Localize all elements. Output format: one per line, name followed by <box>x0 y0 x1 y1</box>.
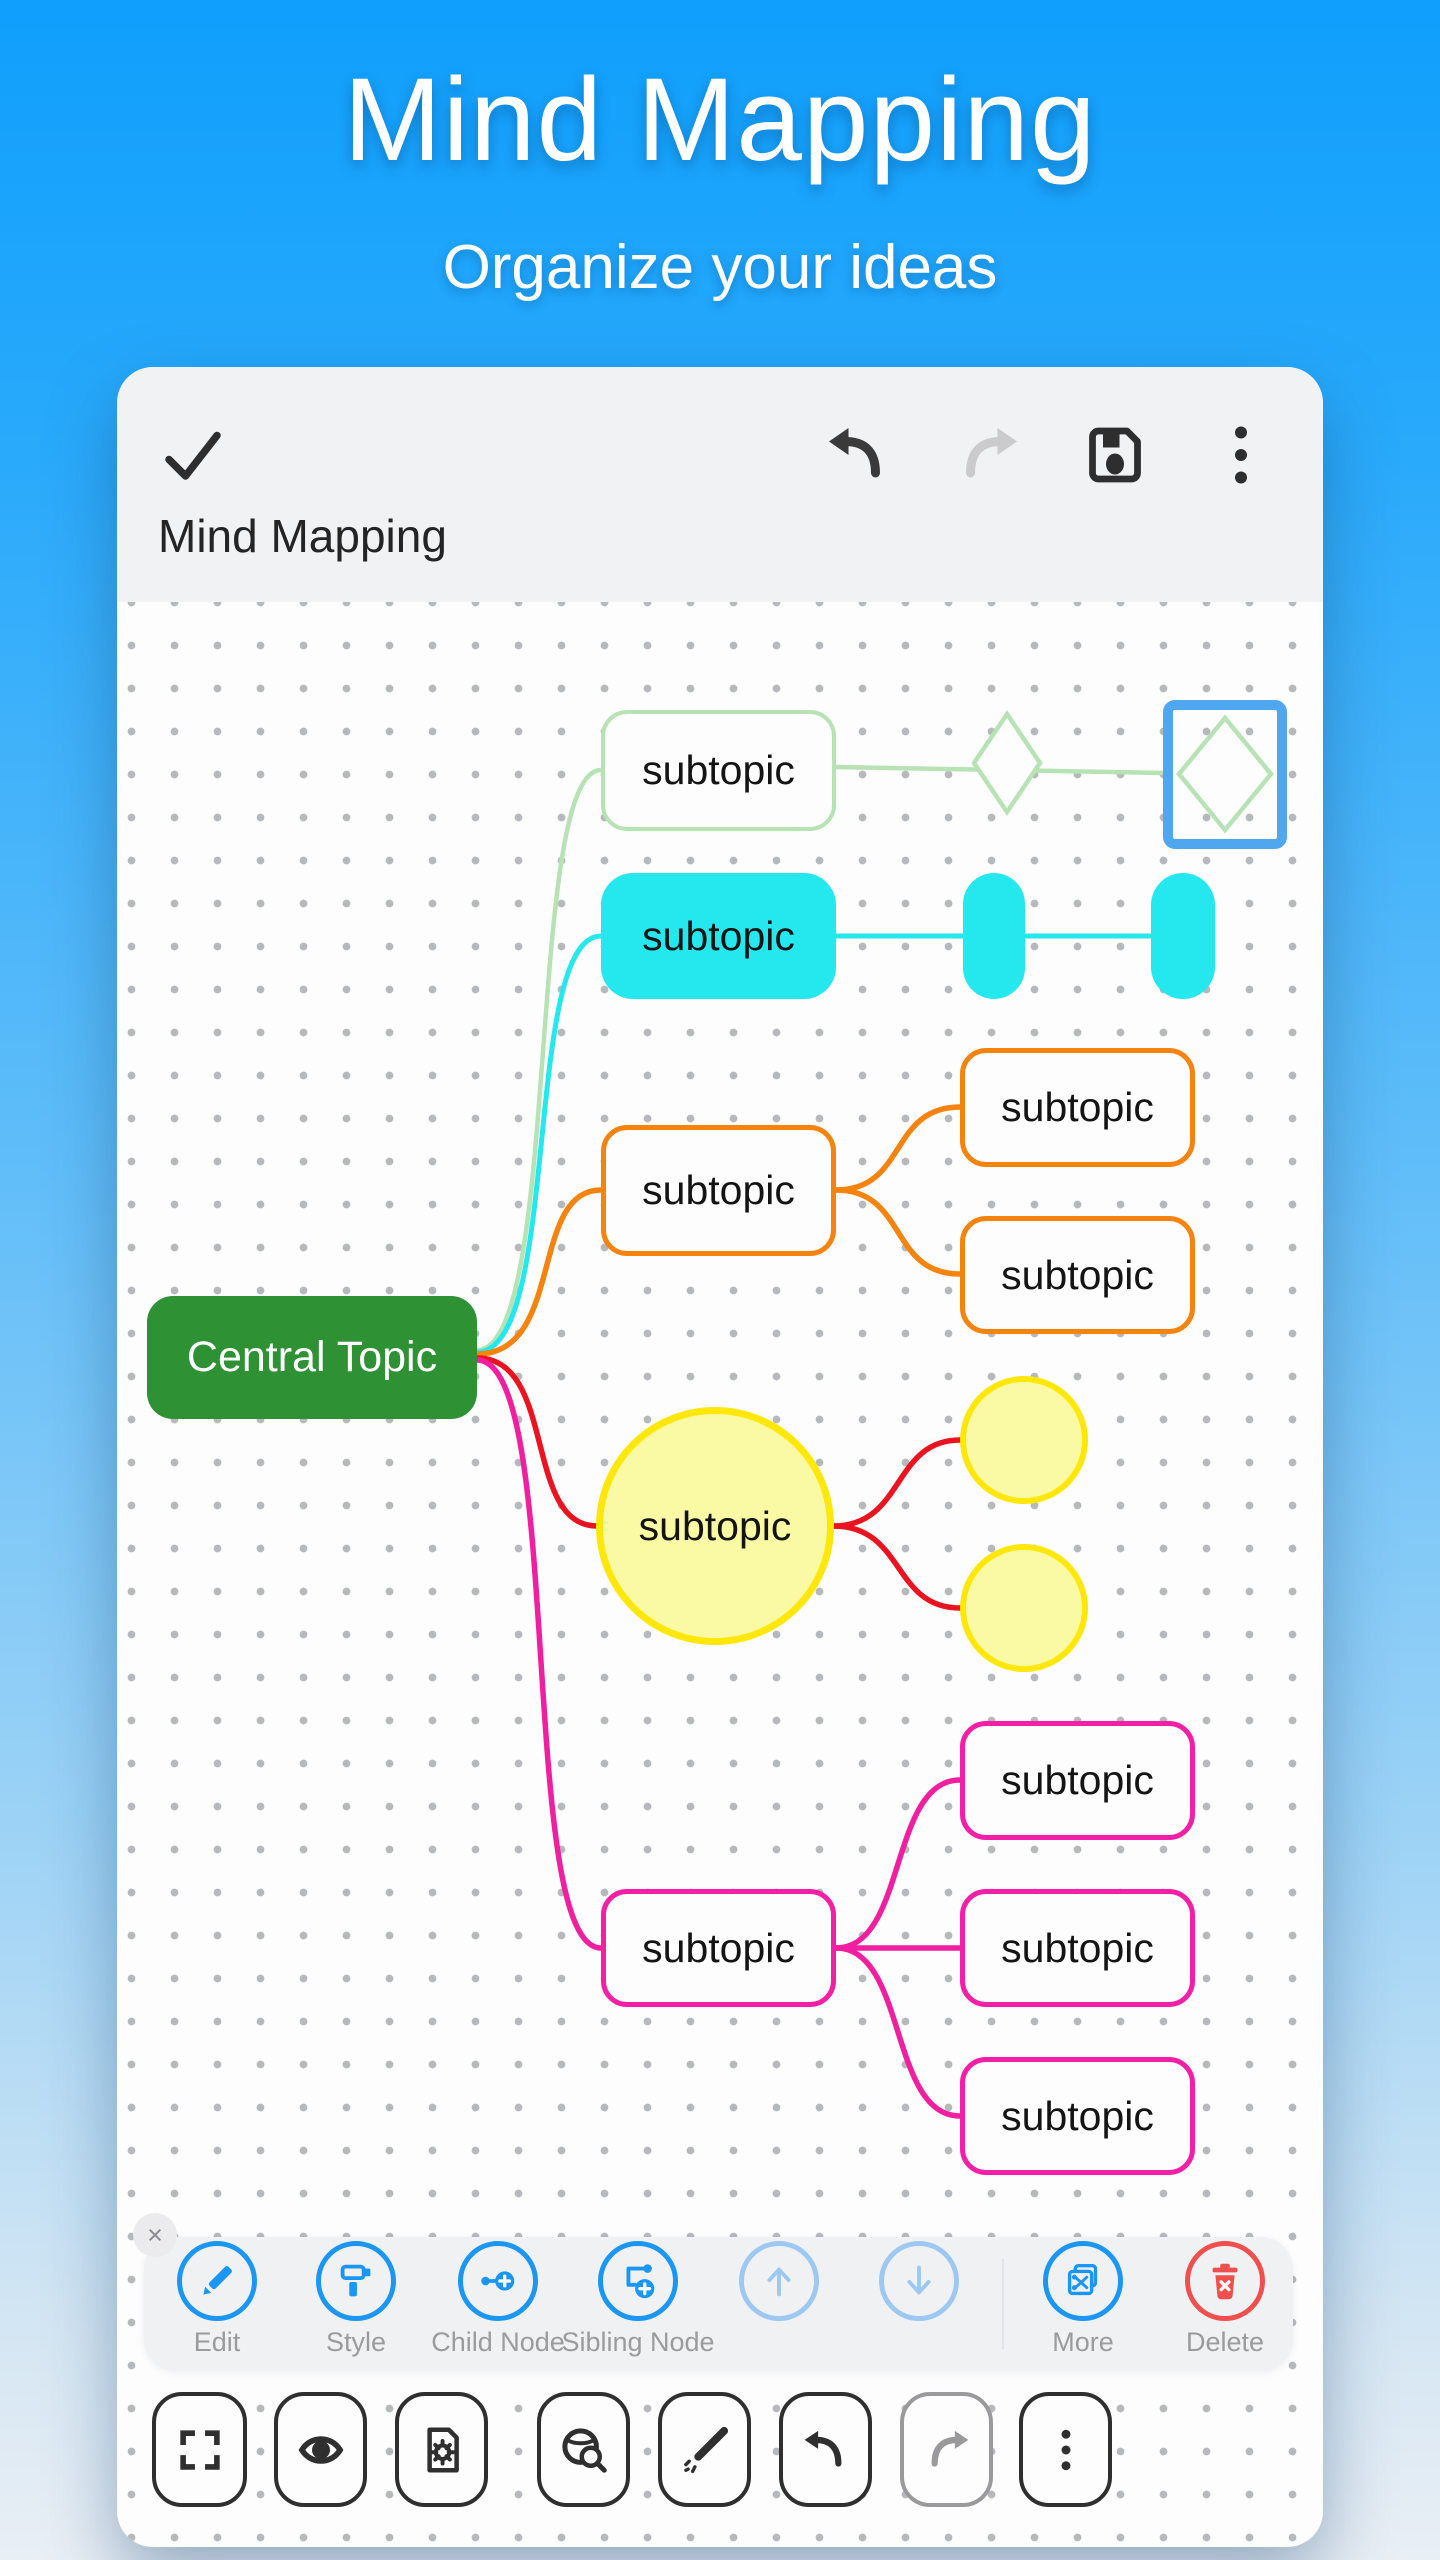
magic-wand-icon <box>683 2426 728 2473</box>
redo-icon <box>931 2430 968 2467</box>
fullscreen-button[interactable] <box>152 2392 247 2507</box>
node-pink-child-1[interactable]: subtopic <box>960 1721 1195 1840</box>
delete-button[interactable]: Delete <box>1145 2241 1305 2358</box>
undo-button[interactable] <box>779 2392 872 2507</box>
node-green-rect[interactable]: subtopic <box>601 710 836 831</box>
undo-icon[interactable] <box>823 419 895 491</box>
node-pink-child-3[interactable]: subtopic <box>960 2057 1195 2175</box>
page-title: Mind Mapping <box>343 54 1097 186</box>
move-up-button <box>699 2241 859 2327</box>
node-pink-parent[interactable]: subtopic <box>601 1889 836 2007</box>
branch-line-pink <box>474 1357 604 1951</box>
document-title: Mind Mapping <box>158 510 447 562</box>
node-central-topic[interactable]: Central Topic <box>147 1296 477 1419</box>
sibling-node-button[interactable]: Sibling Node <box>558 2241 718 2358</box>
arrow-up-icon <box>767 2267 791 2297</box>
selection-box[interactable] <box>1163 700 1287 849</box>
fullscreen-icon <box>179 2429 220 2470</box>
branch-line-cyan <box>474 933 604 1355</box>
more-label: More <box>1052 2327 1114 2357</box>
branch-line-green <box>474 767 604 1353</box>
node-pink-child-2[interactable]: subtopic <box>960 1889 1195 2007</box>
redo-icon <box>951 419 1023 491</box>
more-clip-icon <box>1067 2263 1098 2296</box>
overflow-menu-icon <box>1061 2429 1070 2470</box>
edit-button[interactable]: Edit <box>137 2241 297 2358</box>
node-yellow-small-1[interactable] <box>960 1376 1088 1504</box>
node-orange-child-1[interactable]: subtopic <box>960 1048 1195 1167</box>
node-yellow-circle[interactable]: subtopic <box>596 1407 834 1645</box>
orange-child-line-1 <box>833 1104 963 1193</box>
paint-roller-icon <box>340 2264 371 2297</box>
red-child-line-2 <box>830 1523 963 1611</box>
mindmap-canvas[interactable]: subtopic subtopic subtopic subtopic subt… <box>117 602 1323 2547</box>
view-button[interactable] <box>274 2392 367 2507</box>
style-button[interactable]: Style <box>276 2241 436 2358</box>
mindmap-connectors <box>474 709 1274 2119</box>
diamond-node[interactable] <box>971 709 1043 817</box>
node-toolbar: Edit Style Child Node Sibling Node More <box>144 2237 1293 2371</box>
node-cyan-pill-1[interactable] <box>963 873 1025 999</box>
globe-search-button[interactable] <box>537 2392 630 2507</box>
red-child-line-1 <box>830 1437 963 1529</box>
eye-icon <box>298 2435 343 2464</box>
move-down-button <box>839 2241 999 2327</box>
pink-child-line-3 <box>833 1945 963 2119</box>
pink-child-line-1 <box>833 1777 963 1951</box>
node-orange-parent[interactable]: subtopic <box>601 1125 836 1256</box>
overflow-menu-button[interactable] <box>1019 2392 1112 2507</box>
doc-settings-button[interactable] <box>395 2392 488 2507</box>
close-toolbar-button[interactable]: × <box>133 2213 177 2257</box>
toolbar-divider <box>1002 2259 1004 2349</box>
branch-line-orange <box>474 1187 604 1357</box>
bottom-toolbar <box>117 2392 1323 2507</box>
sibling-node-label: Sibling Node <box>561 2327 715 2357</box>
delete-label: Delete <box>1185 2327 1265 2357</box>
app-window: Mind Mapping subtopic subtopic subtop <box>117 367 1323 2547</box>
app-header: Mind Mapping <box>117 367 1323 602</box>
pencil-icon <box>203 2266 232 2295</box>
trash-icon <box>1212 2263 1238 2300</box>
add-child-icon <box>481 2271 515 2291</box>
overflow-menu-icon[interactable] <box>1205 419 1277 491</box>
node-cyan-pill-2[interactable] <box>1151 873 1215 999</box>
save-icon[interactable] <box>1079 419 1151 491</box>
undo-icon <box>804 2430 841 2467</box>
page-subtitle: Organize your ideas <box>442 233 998 302</box>
node-orange-child-2[interactable]: subtopic <box>960 1216 1195 1334</box>
magic-wand-button[interactable] <box>658 2392 751 2507</box>
child-node-label: Child Node <box>431 2327 565 2357</box>
more-button[interactable]: More <box>1003 2241 1163 2358</box>
doc-settings-icon <box>426 2427 459 2472</box>
orange-child-line-2 <box>833 1187 963 1277</box>
node-yellow-small-2[interactable] <box>960 1544 1088 1672</box>
edit-label: Edit <box>193 2327 241 2357</box>
node-cyan-rect[interactable]: subtopic <box>601 873 836 999</box>
style-label: Style <box>325 2327 387 2357</box>
globe-search-icon <box>561 2427 607 2473</box>
add-sibling-icon <box>626 2264 655 2299</box>
branch-line-red <box>474 1355 600 1529</box>
confirm-check-icon[interactable] <box>157 419 229 491</box>
diamond-node-selected[interactable] <box>1176 714 1274 834</box>
redo-button <box>900 2392 993 2507</box>
child-node-button[interactable]: Child Node <box>418 2241 578 2358</box>
arrow-down-icon <box>907 2265 931 2295</box>
